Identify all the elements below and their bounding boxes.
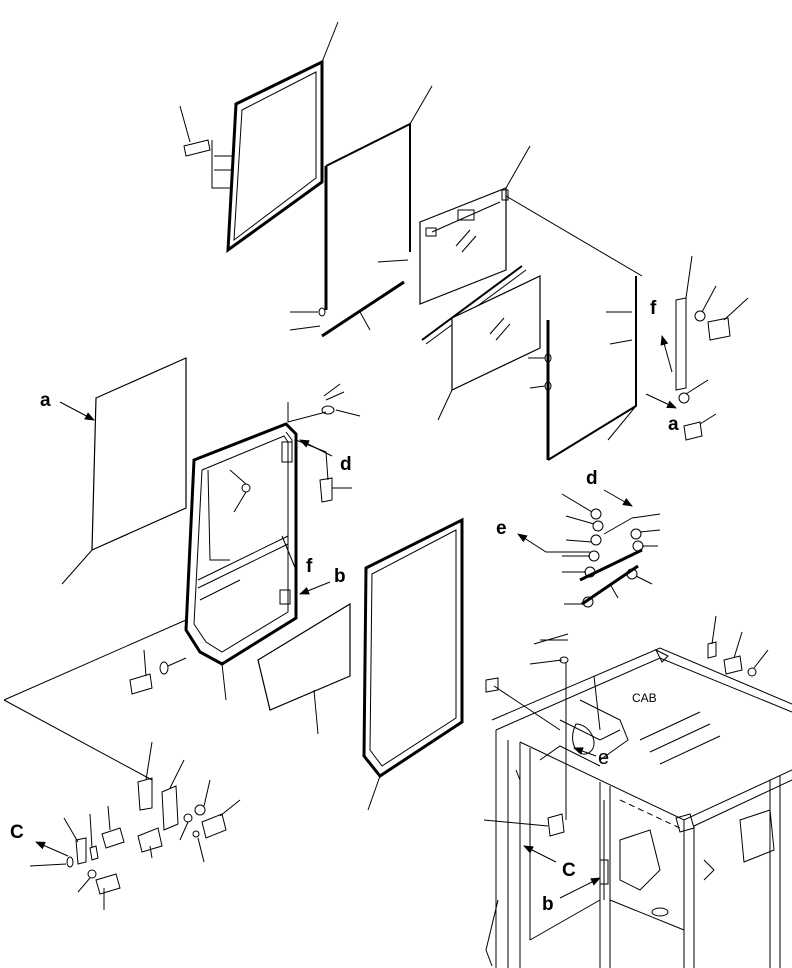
svg-text:e: e (598, 747, 609, 769)
door-seal-long (362, 517, 464, 811)
callout-b-cab: b (542, 877, 601, 915)
callout-d-upper: d (299, 439, 352, 475)
callout-d-lower: d (586, 468, 633, 507)
svg-text:d: d (586, 468, 598, 489)
svg-text:b: b (334, 566, 346, 587)
sash-parts-group (561, 493, 661, 608)
svg-text:f: f (650, 298, 657, 319)
svg-text:d: d (340, 454, 352, 475)
callout-a-right: a (645, 393, 679, 435)
svg-text:C: C (10, 822, 24, 843)
door-bolt-left (129, 649, 187, 695)
callout-b-mid: b (299, 566, 346, 595)
svg-text:e: e (496, 518, 507, 539)
svg-text:f: f (306, 556, 313, 577)
leader-glass (505, 195, 643, 277)
svg-text:b: b (542, 894, 554, 915)
upper-weatherstrip (289, 85, 433, 331)
upper-window-seal (226, 21, 339, 254)
callout-c-cab: C (523, 845, 576, 881)
callout-e-cab: e (573, 747, 609, 769)
door-frame (184, 422, 298, 701)
callout-e-mid: e (496, 518, 590, 553)
door-glass-left (61, 357, 187, 585)
door-top-fasteners (287, 383, 361, 503)
sliding-glass-upper (419, 145, 531, 345)
cab-structure (483, 615, 792, 968)
leader-door-hinge (3, 699, 153, 781)
hinge-assembly (29, 741, 241, 910)
leader-door-left (3, 619, 187, 701)
cab-label: CAB (632, 691, 657, 705)
svg-text:C: C (562, 860, 576, 881)
bolt-upper-left (179, 105, 234, 189)
callout-f-lower: f (306, 556, 313, 577)
right-window-seal (528, 276, 637, 461)
callout-c-left: C (10, 822, 69, 857)
callout-a-left: a (40, 390, 95, 421)
svg-text:a: a (668, 414, 679, 435)
svg-text:a: a (40, 390, 51, 411)
door-glass-lower (257, 602, 351, 735)
callout-f-upper: f (650, 298, 673, 373)
sliding-glass-lower (437, 275, 541, 421)
bottom-rail (321, 280, 405, 338)
right-hinge-bar (675, 255, 749, 441)
